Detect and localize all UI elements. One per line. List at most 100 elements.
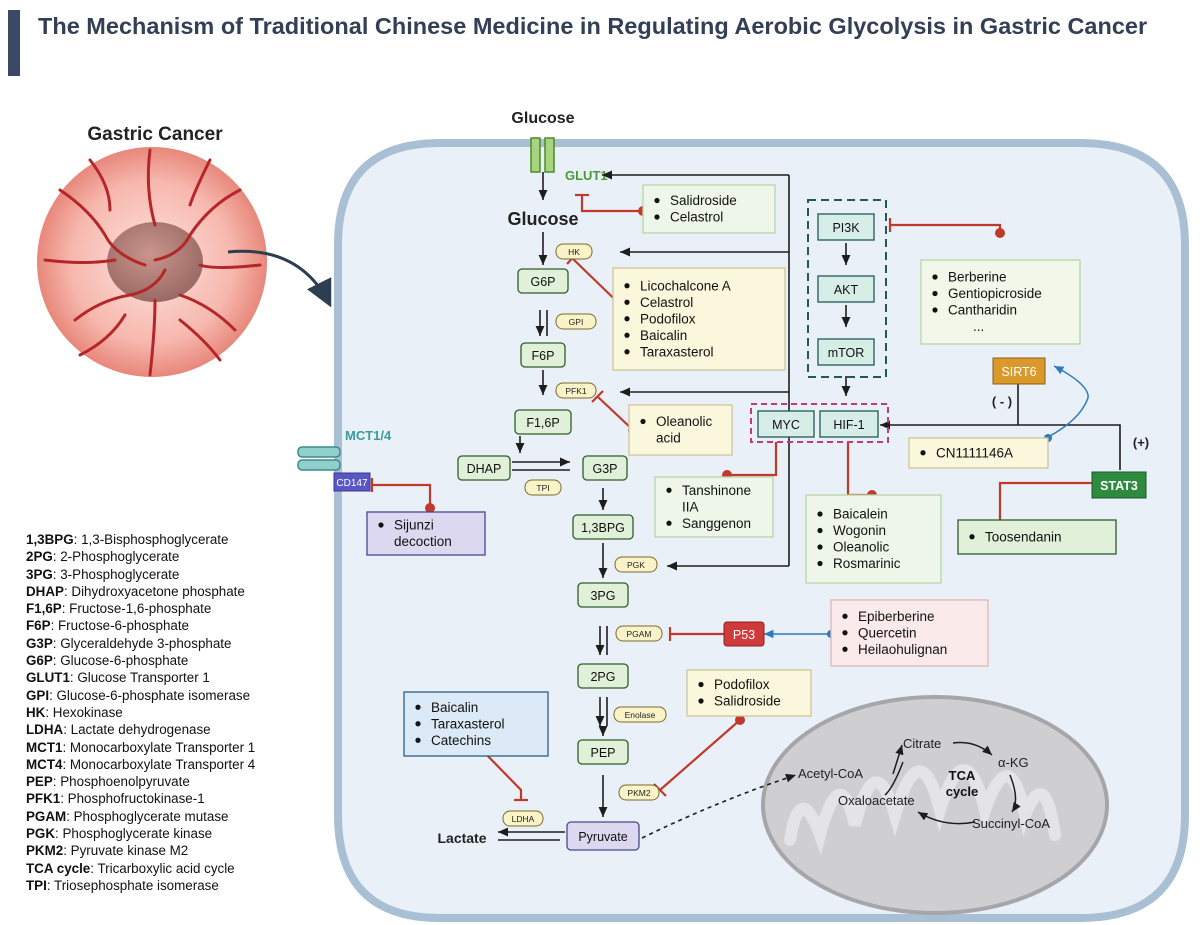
myc-hif1-box xyxy=(750,403,889,443)
enzyme-pgam: PGAM xyxy=(626,629,651,639)
legend-definition: : Hexokinase xyxy=(45,704,123,720)
drug-name: Heilaohulignan xyxy=(858,642,947,657)
enzyme-gpi: GPI xyxy=(569,317,584,327)
page-title: The Mechanism of Traditional Chinese Med… xyxy=(38,13,1148,39)
enzyme-ldha: LDHA xyxy=(512,814,535,824)
legend-item: MCT1: Monocarboxylate Transporter 1 xyxy=(26,739,326,756)
drug-name: Taraxasterol xyxy=(640,344,714,359)
p53-box xyxy=(723,621,765,647)
tumor-illustration xyxy=(37,147,267,377)
tca-akg: α-KG xyxy=(998,755,1029,770)
legend-item: 1,3BPG: 1,3-Bisphosphoglycerate xyxy=(26,531,326,548)
legend-definition: : Monocarboxylate Transporter 4 xyxy=(62,756,256,772)
cd147-label: CD147 xyxy=(336,478,368,489)
legend-item: PGAM: Phosphoglycerate mutase xyxy=(26,808,326,825)
drug-name: Salidroside xyxy=(714,694,781,709)
bullet-icon xyxy=(817,527,823,534)
legend-item: 3PG: 3-Phosphoglycerate xyxy=(26,566,326,583)
legend-item: F1,6P: Fructose-1,6-phosphate xyxy=(26,600,326,617)
legend-abbr: DHAP xyxy=(26,583,64,599)
tca-cycle-label-line2: cycle xyxy=(946,784,979,799)
legend-item: GPI: Glucose-6-phosphate isomerase xyxy=(26,687,326,704)
metabolite-f6p: F6P xyxy=(532,349,555,363)
bullet-icon xyxy=(624,332,630,338)
drug-name: Berberine xyxy=(948,270,1007,285)
bullet-icon xyxy=(817,560,823,567)
drug-name: Taraxasterol xyxy=(431,716,505,731)
legend-abbr: GLUT1 xyxy=(26,670,70,686)
legend-definition: : 1,3-Bisphosphoglycerate xyxy=(73,532,229,547)
drug-name: Gentiopicroside xyxy=(948,286,1042,301)
legend-item: TPI: Triosephosphate isomerase xyxy=(26,877,326,894)
drug-name: Sijunzi xyxy=(394,518,434,533)
legend-item: PKM2: Pyruvate kinase M2 xyxy=(26,842,326,859)
drug-box-p53 xyxy=(830,599,989,667)
bullet-icon xyxy=(624,349,630,355)
legend-item: PGK: Phosphoglycerate kinase xyxy=(26,825,326,842)
glucose-outside-label: Glucose xyxy=(511,110,574,127)
drug-name: Quercetin xyxy=(858,625,917,640)
tca-citrate: Citrate xyxy=(903,736,941,751)
bullet-icon xyxy=(842,613,848,619)
drug-name: Celastrol xyxy=(670,210,723,225)
p53-label: P53 xyxy=(733,628,755,642)
bullet-icon xyxy=(624,299,630,305)
drug-name: Toosendanin xyxy=(985,529,1062,544)
legend-definition: : Pyruvate kinase M2 xyxy=(63,843,189,859)
metabolite-g3p: G3P xyxy=(592,462,617,476)
drug-name: Rosmarinic xyxy=(833,556,901,571)
drug-box-pkm2 xyxy=(686,669,812,717)
legend-item: GLUT1: Glucose Transporter 1 xyxy=(26,669,326,686)
legend-definition: : Glucose-6-phosphate xyxy=(52,653,189,669)
glut1-channel xyxy=(530,137,555,173)
legend-abbr: TCA cycle xyxy=(26,860,91,876)
legend-abbr: 3PG xyxy=(26,566,53,582)
drug-name: Oleanolic xyxy=(833,540,890,555)
drug-name: CN1111146A xyxy=(936,445,1013,460)
tca-oxaloacetate: Oxaloacetate xyxy=(838,793,915,808)
metabolite-nodes: G6P F6P F1,6P DHAP G3P 1,3BPG 3PG 2PG PE… xyxy=(457,268,640,851)
bullet-icon xyxy=(640,418,646,425)
tumor-pointer-arrow xyxy=(227,249,332,308)
drug-name: decoction xyxy=(394,534,452,549)
signaling-nodes: PI3K AKT mTOR xyxy=(817,213,875,366)
legend-abbr: TPI xyxy=(26,877,47,893)
metabolite-3pg: 3PG xyxy=(590,589,615,603)
drug-box-glut1 xyxy=(642,184,776,234)
drug-box-cn xyxy=(908,437,1049,469)
drug-name: Epiberberine xyxy=(858,609,935,624)
bullet-icon xyxy=(378,522,384,528)
bullet-icon xyxy=(698,698,704,704)
drug-box-pfk1 xyxy=(628,404,733,456)
drug-name: Wogonin xyxy=(833,523,886,538)
enzyme-tpi: TPI xyxy=(536,483,549,493)
drug-name: Cantharidin xyxy=(948,303,1017,318)
drug-name: acid xyxy=(656,431,681,446)
legend-definition: : Fructose-1,6-phosphate xyxy=(61,601,212,617)
enzyme-pgk: PGK xyxy=(627,560,645,570)
legend-definition: : Monocarboxylate Transporter 1 xyxy=(62,739,256,755)
drug-box-ldha xyxy=(403,691,549,757)
pi3k-pathway-box xyxy=(807,199,887,378)
bullet-icon xyxy=(932,307,938,313)
drug-name: Sanggenon xyxy=(682,516,751,531)
drug-box-pi3k xyxy=(920,259,1081,345)
node-myc: MYC xyxy=(772,418,800,432)
stat3-box xyxy=(1091,471,1147,499)
legend-abbr: PEP xyxy=(26,774,53,790)
legend-item: LDHA: Lactate dehydrogenase xyxy=(26,721,326,738)
legend-abbr: G6P xyxy=(26,653,53,669)
drug-name: Baicalin xyxy=(640,328,687,343)
metabolite-dhap: DHAP xyxy=(467,462,502,476)
enzyme-nodes: HK GPI PFK1 TPI PGK PGAM Enolase PKM2 LD… xyxy=(502,243,667,827)
legend-definition: : Glucose-6-phosphate isomerase xyxy=(49,687,251,703)
legend-item: DHAP: Dihydroxyacetone phosphate xyxy=(26,583,326,600)
legend-definition: : Phosphoglycerate mutase xyxy=(66,808,229,824)
legend-definition: : Lactate dehydrogenase xyxy=(63,722,211,738)
legend-definition: : Triosephosphate isomerase xyxy=(46,877,219,893)
bullet-icon xyxy=(842,630,848,636)
tca-cycle-label-line1: TCA xyxy=(949,768,976,783)
legend-definition: : 2-Phosphoglycerate xyxy=(52,549,180,565)
metabolite-13bpg: 1,3BPG xyxy=(581,521,625,535)
